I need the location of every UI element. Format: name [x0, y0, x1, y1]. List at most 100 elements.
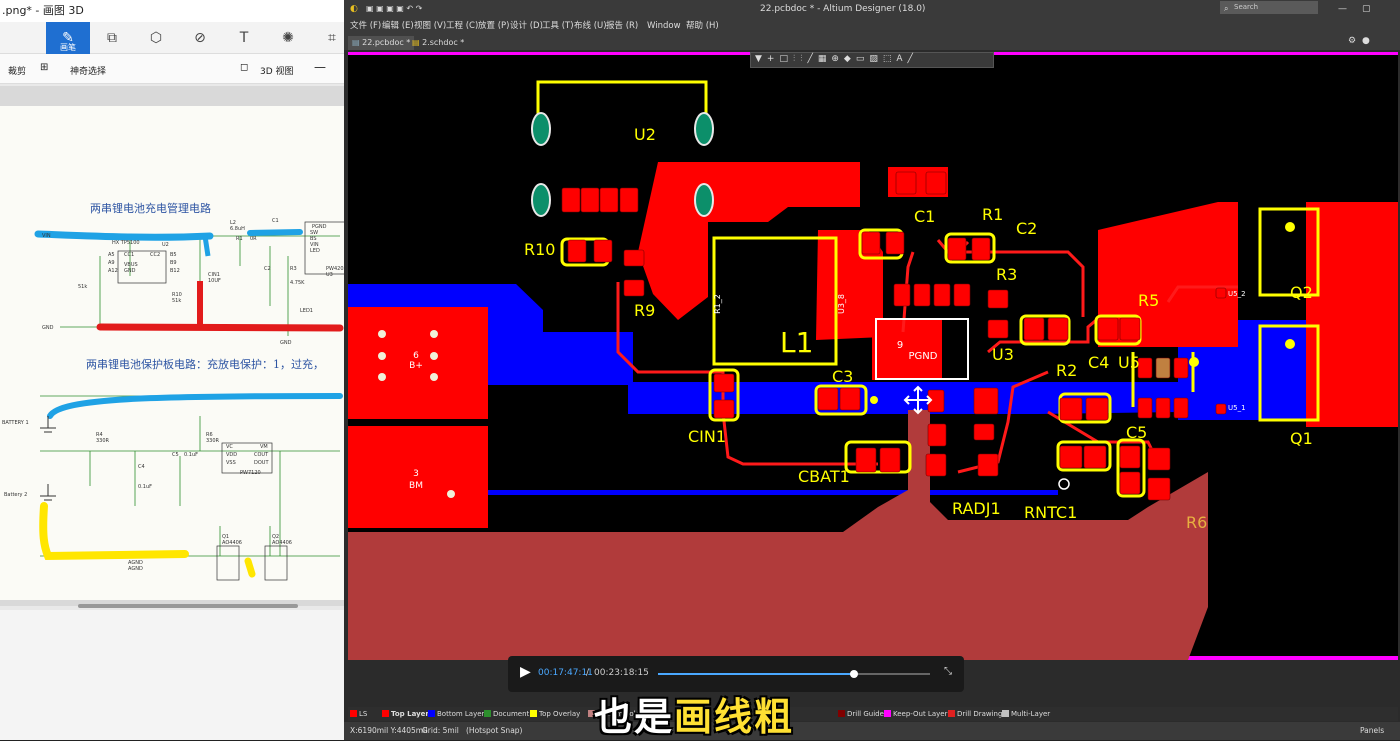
search-input[interactable]: Search	[1220, 1, 1318, 14]
user-icon[interactable]: ●	[1362, 36, 1370, 46]
menu-item-1[interactable]: 编辑 (E)	[382, 21, 414, 31]
crop-button[interactable]: ⌗	[310, 22, 344, 54]
layer-tab-9[interactable]: Multi-Layer	[1002, 707, 1050, 721]
designator-r6: R6	[1186, 513, 1207, 532]
layer-tab-label: Document	[493, 710, 530, 718]
layer-tab-4[interactable]: Top Overlay	[530, 707, 580, 721]
menu-item-8[interactable]: 报告 (R)	[606, 21, 639, 31]
view3d-tool[interactable]: 3D 视图	[260, 67, 294, 77]
schematic-label: Q2	[272, 534, 279, 540]
schematic-label: AGND	[128, 560, 143, 566]
video-progress-track[interactable]	[658, 670, 930, 678]
sticker-button[interactable]: ⊘	[178, 22, 222, 54]
video-current-time: 00:17:47:11	[538, 668, 593, 678]
fullscreen-exit-icon[interactable]: ⤡	[944, 666, 952, 677]
smd-pads	[561, 171, 1227, 501]
tab-schdoc[interactable]: ▤ 2.schdoc *	[408, 36, 468, 50]
text-button[interactable]: T	[222, 22, 266, 54]
crop-tool[interactable]: 裁剪	[8, 67, 27, 77]
smd-pad	[977, 453, 999, 477]
designator-u2: U2	[634, 125, 656, 144]
schematic-label: R4	[96, 432, 103, 438]
smd-pad	[623, 279, 645, 297]
through-hole-pads	[378, 112, 1295, 498]
layer-tab-6[interactable]: Drill Guide	[838, 707, 884, 721]
layer-tab-1[interactable]: Top Layer	[382, 707, 429, 721]
brush-tool-button[interactable]: ✎ 画笔	[46, 22, 90, 54]
settings-icon[interactable]: ⚙	[1348, 36, 1357, 46]
menu-item-9[interactable]: Window	[647, 21, 681, 31]
smd-pad	[593, 239, 613, 263]
maximize-button[interactable]: ▢	[1362, 4, 1371, 14]
smd-pad	[1137, 397, 1153, 419]
layer-tab-8[interactable]: Drill Drawing	[948, 707, 1002, 721]
designator-rntc1: RNTC1	[1024, 503, 1077, 522]
schematic-label: 6.8uH	[230, 226, 245, 232]
magic-select-tool[interactable]: 神奇选择	[70, 67, 107, 77]
layer-color-swatch	[350, 710, 357, 717]
smd-pad	[893, 283, 911, 307]
annotation-yellow-stroke	[39, 502, 189, 561]
shapes-3d-button[interactable]: ⬡	[134, 22, 178, 54]
designator-r10: R10	[524, 240, 555, 259]
search-icon: ⌕	[1224, 4, 1229, 13]
video-player-controls: ▶ 00:17:47:11 / 00:23:18:15 ⤡	[508, 656, 964, 692]
layer-tab-7[interactable]: Keep-Out Layer	[884, 707, 947, 721]
horizontal-scrollbar[interactable]	[78, 604, 298, 608]
smd-pad	[973, 423, 995, 441]
menu-item-5[interactable]: 设计 (D)	[510, 21, 543, 31]
layer-color-swatch	[530, 710, 537, 717]
menu-item-10[interactable]: 帮助 (H)	[686, 21, 719, 31]
schematic-label: CC2	[150, 252, 160, 258]
minimize-button[interactable]: —	[1338, 4, 1347, 14]
shapes-2d-button[interactable]: ⧉	[90, 22, 134, 54]
menu-item-3[interactable]: 工程 (C)	[446, 21, 479, 31]
schematic-label: L2	[230, 220, 236, 226]
effects-button[interactable]: ✺	[266, 22, 310, 54]
schematic-label: AO4406	[222, 540, 242, 546]
menu-item-6[interactable]: 工具 (T)	[542, 21, 574, 31]
layer-tab-3[interactable]: Document	[484, 707, 529, 721]
smd-pad	[817, 387, 839, 411]
pad-labels: 9 PGND 6 B+ 3 BM R1_2 U3_8 U5_2 U5_1	[409, 290, 1246, 491]
video-progress-knob[interactable]	[849, 670, 858, 678]
layer-color-swatch	[838, 710, 845, 717]
u5-1-label: U5_1	[1228, 404, 1246, 412]
active-bar-toolbar[interactable]: ▼+□⫶⫶╱▦⊕◆▭▨⬚A╱	[750, 52, 994, 68]
layer-tab-5[interactable]: Bottom Solder	[588, 707, 647, 721]
layer-tab-2[interactable]: Bottom Layer	[428, 707, 484, 721]
menu-item-7[interactable]: 布线 (U)	[574, 21, 607, 31]
sticker-icon: ⊘	[194, 30, 206, 46]
menu-item-4[interactable]: 放置 (P)	[478, 21, 510, 31]
menu-item-2[interactable]: 视图 (V)	[414, 21, 447, 31]
designator-c4: C4	[1088, 353, 1109, 372]
menu-item-0[interactable]: 文件 (F)	[350, 21, 382, 31]
play-button-icon[interactable]: ▶	[520, 664, 531, 680]
smd-pad	[973, 387, 999, 415]
smd-pad	[713, 373, 735, 393]
smd-pad	[987, 319, 1009, 339]
schematic-label: R3	[290, 266, 297, 272]
smd-pad	[1119, 317, 1141, 341]
smd-pad	[855, 447, 877, 473]
brush-icon: ✎	[62, 30, 74, 46]
smd-pad	[913, 283, 931, 307]
smd-pad	[927, 423, 947, 447]
smd-pad	[933, 283, 951, 307]
quick-access-icons[interactable]: ▣ ▣ ▣ ▣ ↶ ↷	[366, 4, 423, 13]
video-progress-fill	[658, 673, 854, 675]
subtitle-highlight: 画线粗	[674, 695, 795, 739]
schematic-label: R6	[206, 432, 213, 438]
panels-button[interactable]: Panels	[1360, 726, 1385, 735]
smd-pad	[953, 283, 971, 307]
layer-tab-0[interactable]: LS	[350, 707, 367, 721]
schematic-label: GND	[124, 268, 136, 274]
zoom-out-button[interactable]: —	[314, 60, 326, 74]
altium-menubar: 文件 (F)编辑 (E)视图 (V)工程 (C)放置 (P)设计 (D)工具 (…	[344, 18, 1400, 34]
designator-l1: L1	[780, 326, 813, 359]
active-bar-icons[interactable]: ▼+□⫶⫶╱▦⊕◆▭▨⬚A╱	[755, 54, 918, 64]
bm-label: BM	[409, 481, 423, 491]
tab-pcbdoc[interactable]: ▤ 22.pcbdoc *	[348, 36, 415, 50]
